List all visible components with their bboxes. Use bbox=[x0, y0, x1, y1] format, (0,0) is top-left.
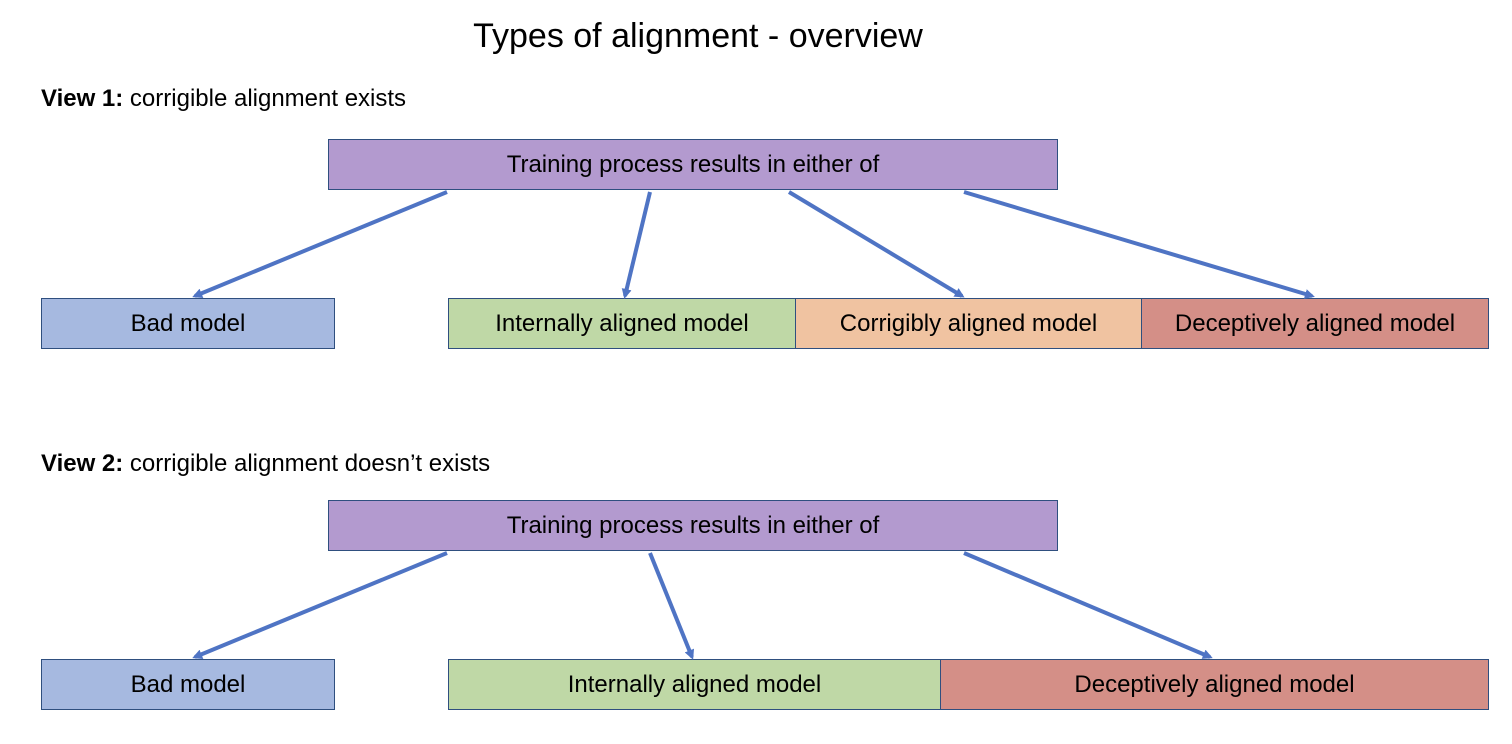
view-1-corrigibly-aligned-box: Corrigibly aligned model bbox=[795, 298, 1142, 349]
view-1-label: View 1: corrigible alignment exists bbox=[41, 84, 406, 114]
view-2-label: View 2: corrigible alignment doesn’t exi… bbox=[41, 449, 490, 479]
v2-arrow-to-internally-aligned bbox=[648, 552, 695, 660]
view-1-label-bold: View 1: bbox=[41, 85, 124, 112]
view-1-internally-aligned-box: Internally aligned model bbox=[448, 298, 796, 349]
view-2-training-process-box: Training process results in either of bbox=[328, 500, 1058, 551]
v1-arrow-to-internally-aligned bbox=[621, 191, 652, 299]
v1-arrow-to-deceptively-aligned bbox=[963, 190, 1315, 299]
view-2-label-text: corrigible alignment doesn’t exists bbox=[123, 450, 491, 477]
view-1-training-process-box: Training process results in either of bbox=[328, 139, 1058, 190]
v2-arrow-to-bad-model bbox=[192, 551, 448, 659]
view-2-deceptively-aligned-box: Deceptively aligned model bbox=[940, 659, 1489, 710]
v1-arrow-to-corrigibly-aligned bbox=[787, 190, 965, 298]
view-2-bad-model-box: Bad model bbox=[41, 659, 335, 710]
v1-arrow-to-bad-model bbox=[192, 190, 448, 298]
view-2-internally-aligned-box: Internally aligned model bbox=[448, 659, 941, 710]
view-1-deceptively-aligned-box: Deceptively aligned model bbox=[1141, 298, 1489, 349]
view-1-bad-model-box: Bad model bbox=[41, 298, 335, 349]
page-title: Types of alignment - overview bbox=[473, 17, 923, 55]
v2-arrow-to-deceptively-aligned bbox=[963, 551, 1213, 659]
view-1-label-text: corrigible alignment exists bbox=[123, 85, 407, 112]
view-2-label-bold: View 2: bbox=[41, 450, 124, 477]
